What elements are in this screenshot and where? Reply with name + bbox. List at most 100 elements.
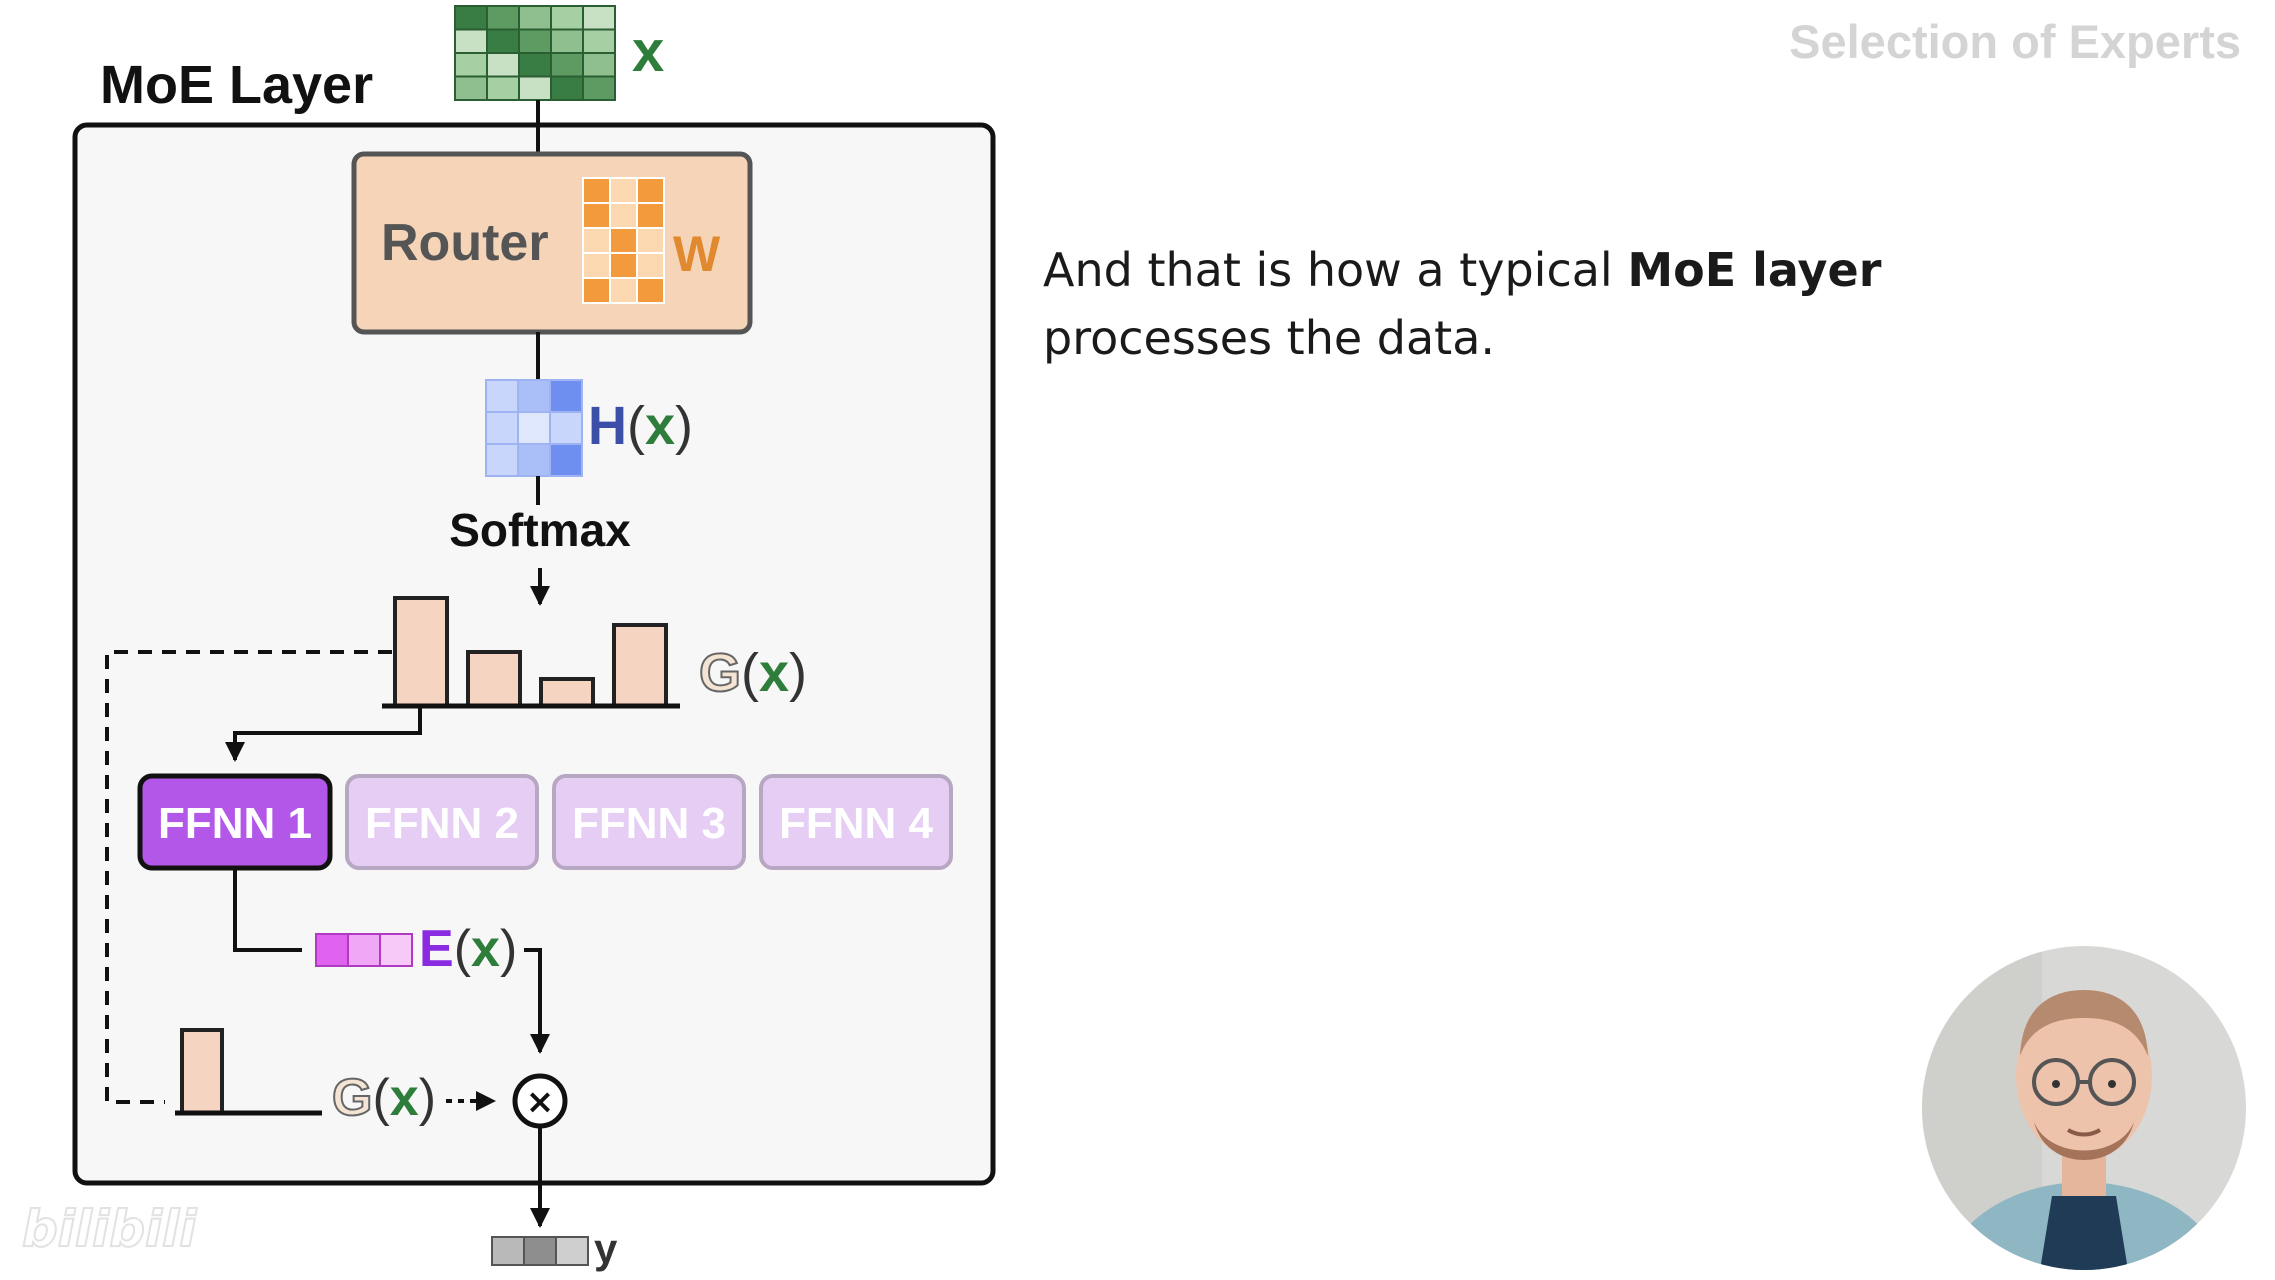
gate-probability-bars xyxy=(393,596,668,708)
router-logits-grid xyxy=(485,379,583,477)
input-grid-cell xyxy=(454,5,488,31)
embedding-cell xyxy=(379,933,413,967)
expert-box xyxy=(759,774,953,870)
logit-cell xyxy=(485,411,519,445)
expert-label: FFNN 2 xyxy=(365,799,519,848)
logit-cell xyxy=(549,379,583,413)
input-grid-cell xyxy=(486,75,520,101)
logit-cell xyxy=(485,443,519,477)
router-weight-cell xyxy=(582,277,611,304)
router-weight-cell xyxy=(609,202,638,229)
expert-output-embedding xyxy=(315,933,413,967)
output-cell xyxy=(523,1236,557,1266)
output-cell xyxy=(555,1236,589,1266)
logit-cell xyxy=(517,411,551,445)
selected-gate-bar-rect xyxy=(180,1028,224,1115)
hidden-label: H(x) xyxy=(588,396,693,456)
caption-text-end: processes the data. xyxy=(1043,311,1496,365)
logit-cell xyxy=(549,443,583,477)
expert-4: FFNN 4 xyxy=(759,774,953,870)
gate-bar xyxy=(466,650,522,708)
logit-cell xyxy=(517,443,551,477)
expert-label: FFNN 3 xyxy=(572,799,726,848)
router-weight-cell xyxy=(582,177,611,204)
expert-label: FFNN 1 xyxy=(158,799,312,848)
slide-title: Selection of Experts xyxy=(1789,15,2241,68)
input-grid-cell xyxy=(454,75,488,101)
input-grid-cell xyxy=(454,52,488,78)
watermark-logo: bilibili xyxy=(21,1199,197,1259)
g-function-name: G xyxy=(699,643,741,703)
embedding-cell xyxy=(315,933,349,967)
softmax-label: Softmax xyxy=(449,504,631,556)
router-weight-cell xyxy=(582,202,611,229)
gate-bar xyxy=(539,677,595,708)
router-label: Router xyxy=(381,214,549,272)
logit-cell xyxy=(485,379,519,413)
input-grid-cell xyxy=(550,5,584,31)
gate-label: G(x) xyxy=(699,643,807,703)
input-grid-cell xyxy=(550,28,584,54)
expert-2: FFNN 2 xyxy=(345,774,539,870)
router-weight-cell xyxy=(636,227,665,254)
g-function-arg-bottom: x xyxy=(390,1069,419,1127)
gate-bar xyxy=(393,596,449,708)
input-grid-cell xyxy=(550,75,584,101)
expert-box xyxy=(345,774,539,870)
embedding-cell xyxy=(347,933,381,967)
slide-caption: And that is how a typical MoE layer proc… xyxy=(1043,236,1943,372)
input-grid-cell xyxy=(582,52,616,78)
input-token-grid xyxy=(454,5,616,101)
presenter-webcam-icon xyxy=(1922,946,2246,1270)
input-grid-cell xyxy=(518,28,552,54)
router-weight-cell xyxy=(609,252,638,279)
logit-cell xyxy=(549,411,583,445)
output-label: y xyxy=(594,1225,618,1272)
multiply-symbol: × xyxy=(526,1082,555,1122)
router-weight-cell xyxy=(609,177,638,204)
input-grid-cell xyxy=(550,52,584,78)
input-grid-cell xyxy=(518,52,552,78)
expert-1: FFNN 1 xyxy=(137,773,333,871)
embedding-to-multiply-arrow xyxy=(524,948,550,1054)
h-function-arg: x xyxy=(645,396,675,456)
router-weight-cell xyxy=(609,227,638,254)
moe-layer-title: MoE Layer xyxy=(100,55,373,115)
e-function-name: E xyxy=(419,920,454,978)
output-cell xyxy=(491,1236,525,1266)
router-weight-cell xyxy=(636,177,665,204)
router-weight-cell xyxy=(582,252,611,279)
input-grid-cell xyxy=(582,5,616,31)
gate-bar xyxy=(612,623,668,708)
selected-gate-label: G(x) xyxy=(332,1069,436,1127)
output-token-grid xyxy=(491,1236,589,1266)
expert-3: FFNN 3 xyxy=(552,774,746,870)
logit-cell xyxy=(517,379,551,413)
input-grid-cell xyxy=(518,75,552,101)
g-function-name-bottom: G xyxy=(332,1069,372,1127)
router-weight-cell xyxy=(636,252,665,279)
input-label: x xyxy=(632,19,664,84)
g-function-arg: x xyxy=(759,643,789,703)
caption-bold-term: MoE layer xyxy=(1627,243,1882,297)
router-weight-cell xyxy=(636,277,665,304)
input-grid-cell xyxy=(518,5,552,31)
router-weight-cell xyxy=(582,227,611,254)
expert-row: FFNN 1 FFNN 2 FFNN 3 FFNN 4 xyxy=(137,773,953,871)
router-weight-cell xyxy=(636,202,665,229)
h-function-name: H xyxy=(588,396,627,456)
expert-box xyxy=(137,773,333,871)
gate-skip-dashed-line xyxy=(105,650,392,1104)
router-weight-cell xyxy=(609,277,638,304)
input-grid-cell xyxy=(486,28,520,54)
expert-label: FFNN 4 xyxy=(779,799,934,848)
route-to-expert-1 xyxy=(225,706,422,762)
input-grid-cell xyxy=(486,52,520,78)
caption-text-start: And that is how a typical xyxy=(1043,243,1628,297)
e-function-arg: x xyxy=(471,920,500,978)
expert-output-label: E(x) xyxy=(419,920,517,978)
input-grid-cell xyxy=(582,28,616,54)
expert-to-output-line xyxy=(233,870,302,952)
router-weight-grid xyxy=(582,177,665,304)
